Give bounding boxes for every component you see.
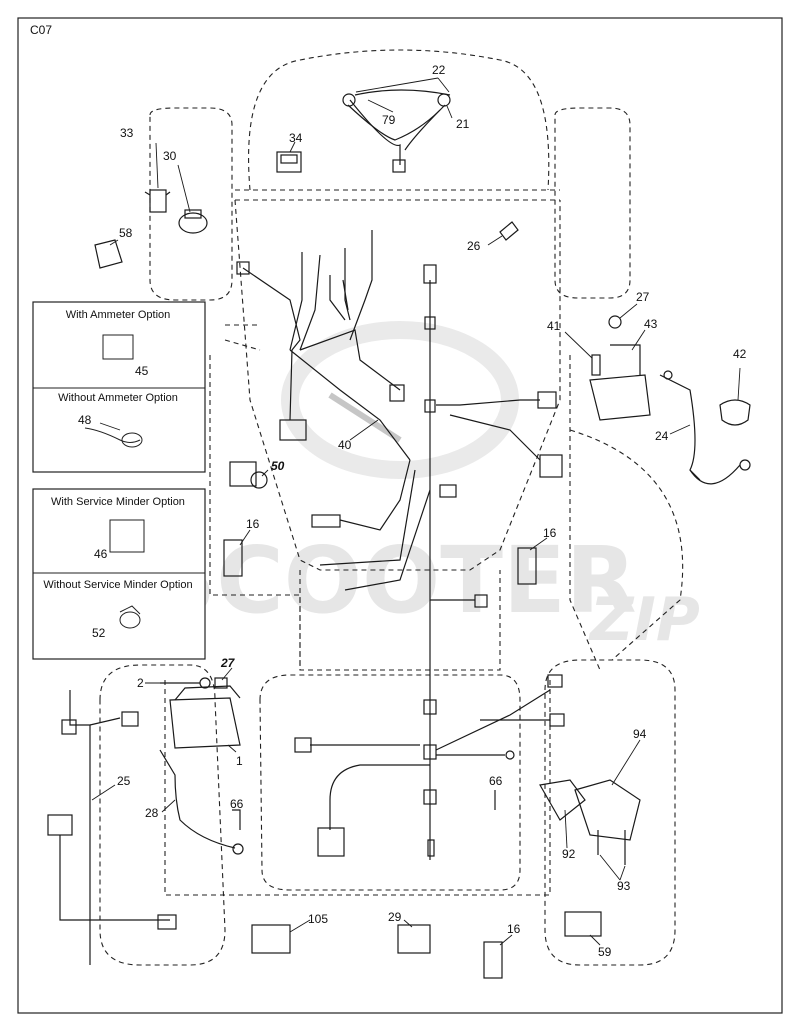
- rear-left-wheel: [99, 664, 226, 966]
- with-service-minder-title: With Service Minder Option: [51, 496, 185, 508]
- callout-1: 1: [236, 754, 243, 768]
- part-50-icon: [229, 461, 257, 487]
- rear-right-wheel: [544, 659, 676, 966]
- callout-41: 41: [547, 319, 561, 333]
- callout-21: 21: [456, 117, 470, 131]
- callout-16c: 16: [507, 922, 521, 936]
- ignition-switch-icon: [178, 212, 208, 234]
- watermark: SCOOTER ZIP: [150, 321, 700, 655]
- relay-16c-icon: [483, 941, 503, 979]
- terminal-cover-42-icon: [719, 399, 751, 426]
- without-ammeter-title: Without Ammeter Option: [58, 392, 178, 404]
- callout-25: 25: [117, 774, 131, 788]
- callout-numbers: 22 79 21 34 33 30 58 26 27 41 43 42 24 4…: [78, 63, 747, 959]
- callout-93: 93: [617, 879, 631, 893]
- watermark-emblem: [281, 321, 519, 479]
- front-right-wheel: [554, 107, 631, 299]
- with-ammeter-title: With Ammeter Option: [66, 309, 171, 321]
- callout-105: 105: [308, 912, 328, 926]
- callout-33: 33: [120, 126, 134, 140]
- jumper-52-icon: [119, 611, 141, 629]
- headlight-bulb-left-icon: [342, 93, 356, 107]
- leader-lines: [91, 77, 741, 946]
- ammeter-option-box: [32, 301, 206, 473]
- callout-40: 40: [338, 438, 352, 452]
- bolt-41-icon: [591, 354, 601, 376]
- callout-24: 24: [655, 429, 669, 443]
- callout-50: 50: [271, 459, 285, 473]
- callout-46: 46: [94, 547, 108, 561]
- callout-29: 29: [388, 910, 402, 924]
- callout-42: 42: [733, 347, 747, 361]
- callout-27b: 27: [220, 656, 236, 670]
- module-94-icon: [574, 779, 641, 841]
- callout-52: 52: [92, 626, 106, 640]
- mower-outline: [99, 49, 684, 966]
- callout-16a: 16: [246, 517, 260, 531]
- nut-27-icon: [608, 315, 622, 329]
- relay-16b-icon: [517, 547, 537, 585]
- headlight-bulb-right-icon: [437, 93, 451, 107]
- without-service-minder-title: Without Service Minder Option: [43, 579, 192, 591]
- callout-2: 2: [137, 676, 144, 690]
- right-components: [223, 221, 751, 865]
- battery-area: [47, 677, 602, 979]
- switch-34-icon: [276, 151, 302, 173]
- callout-30: 30: [163, 149, 177, 163]
- switch-92-icon: [539, 779, 586, 821]
- relay-16a-icon: [223, 539, 243, 577]
- option-boxes: With Ammeter Option Without Ammeter Opti…: [32, 301, 206, 660]
- callout-59: 59: [598, 945, 612, 959]
- page-code: C07: [30, 23, 52, 37]
- callout-22: 22: [432, 63, 446, 77]
- callout-43: 43: [644, 317, 658, 331]
- callout-45: 45: [135, 364, 149, 378]
- callout-58: 58: [119, 226, 133, 240]
- hood-outline: [248, 49, 550, 191]
- battery-icon: [169, 697, 241, 749]
- callout-48: 48: [78, 413, 92, 427]
- seat-deck: [259, 674, 521, 891]
- callout-28: 28: [145, 806, 159, 820]
- part-59-icon: [564, 911, 602, 937]
- part-29-icon: [397, 924, 431, 954]
- front-left-components: [94, 151, 302, 269]
- front-left-wheel: [149, 107, 233, 301]
- fender-right: [569, 429, 684, 661]
- callout-66a: 66: [230, 797, 244, 811]
- fuse-26-icon: [499, 221, 519, 241]
- service-minder-option-box: [32, 488, 206, 660]
- page-border: [17, 17, 783, 1014]
- service-minder-46-icon: [109, 519, 145, 553]
- part-33-icon: [149, 189, 167, 213]
- callout-34: 34: [289, 131, 303, 145]
- main-harness: [236, 230, 565, 860]
- callout-16b: 16: [543, 526, 557, 540]
- watermark-brand: SCOOTER: [150, 527, 637, 634]
- callout-92: 92: [562, 847, 576, 861]
- key-tag-icon: [94, 239, 123, 269]
- part-105-icon: [251, 924, 291, 954]
- solenoid-43-icon: [589, 374, 651, 421]
- callout-66b: 66: [489, 774, 503, 788]
- callout-94: 94: [633, 727, 647, 741]
- callout-27a: 27: [636, 290, 650, 304]
- callout-26: 26: [467, 239, 481, 253]
- callout-79: 79: [382, 113, 396, 127]
- ammeter-45-icon: [102, 334, 134, 360]
- jumper-48-icon: [84, 427, 141, 443]
- headlight-harness: [342, 89, 451, 173]
- watermark-suffix: ZIP: [588, 585, 700, 655]
- frame-front: [234, 199, 561, 571]
